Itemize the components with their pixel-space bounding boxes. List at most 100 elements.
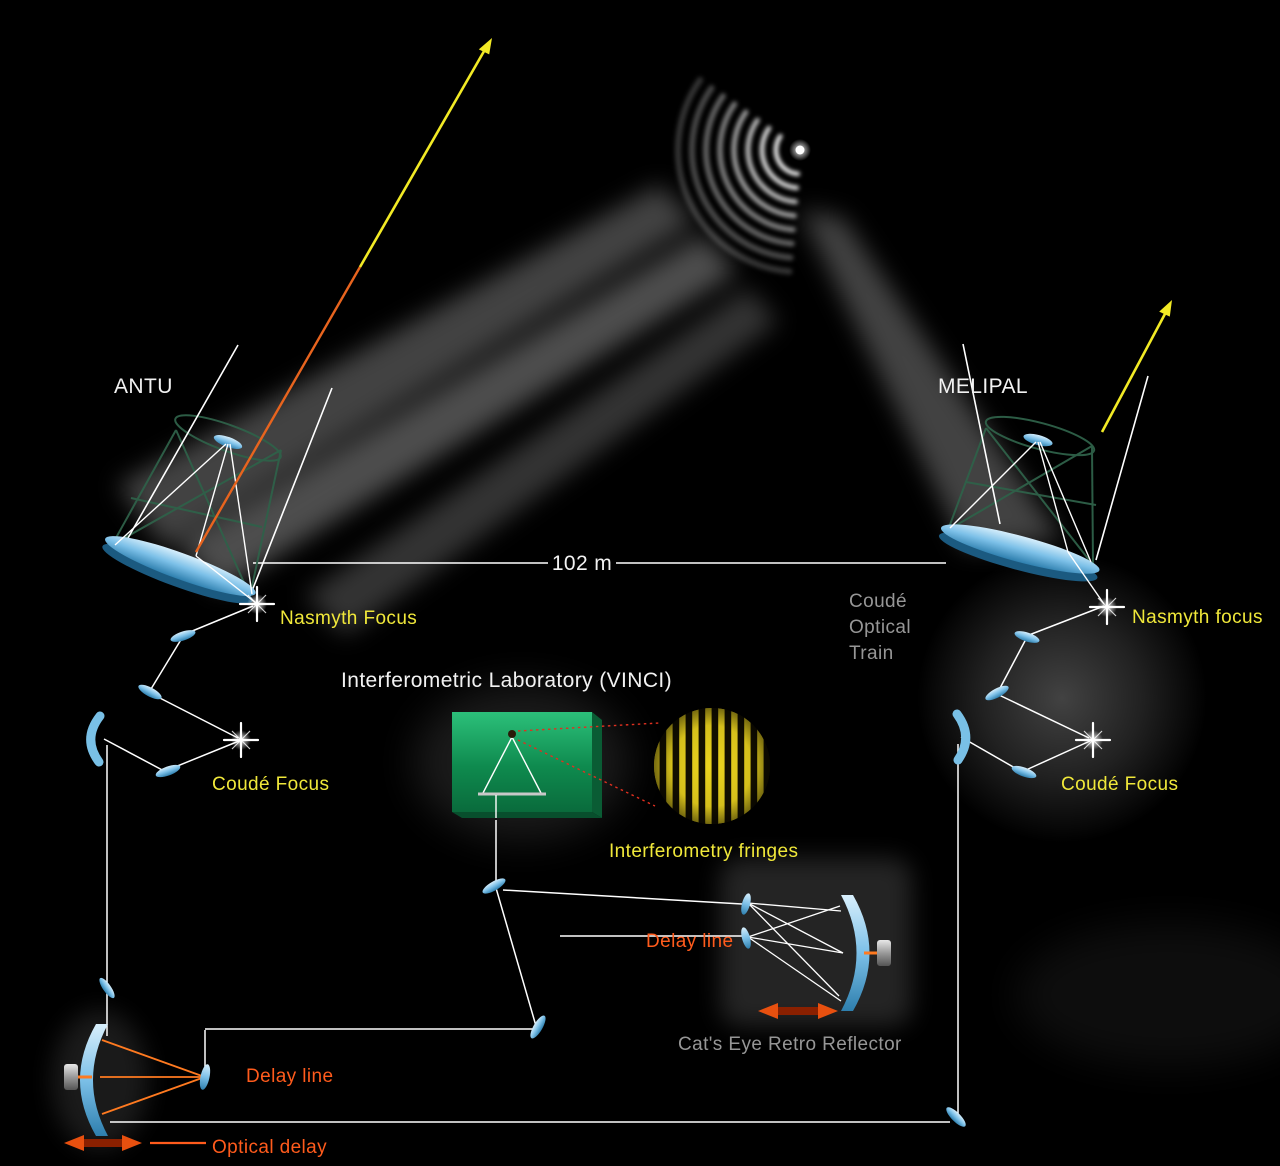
antu-incoming-rays — [127, 344, 333, 597]
primary-mirror — [940, 524, 1100, 574]
antu-star-ray-orange — [194, 266, 362, 553]
lab-beam-combiner — [478, 730, 546, 818]
star — [795, 145, 805, 155]
beam-segment — [1037, 441, 1069, 553]
wavefront-arc — [717, 101, 796, 233]
cats-eye-label: Cat's Eye Retro Reflector — [678, 1034, 902, 1055]
truss-member — [175, 429, 251, 597]
melipal-star-arrowhead — [1159, 300, 1172, 317]
flat-mirror — [482, 878, 506, 894]
beam-segment — [101, 1039, 203, 1077]
beam-segment — [151, 693, 239, 739]
carriage-motion-arrow — [758, 1003, 838, 1019]
lab-box-side — [592, 712, 602, 818]
beam-band — [178, 235, 737, 590]
piston — [877, 940, 891, 966]
beam-segment — [747, 902, 842, 912]
baseline-distance-label: 102 m — [552, 552, 612, 575]
flat-mirror — [741, 893, 751, 915]
piston — [64, 1064, 78, 1090]
truss-member — [111, 429, 177, 546]
truss-member — [111, 449, 282, 546]
detector-point — [508, 730, 516, 738]
flat-mirror — [138, 684, 162, 700]
bottom-right-haze — [1015, 923, 1280, 1067]
flat-mirror — [155, 764, 181, 778]
beam-segment — [195, 555, 257, 604]
truss-member — [947, 445, 1093, 531]
antu-top-ring — [174, 414, 282, 462]
beam-segment — [1039, 441, 1092, 563]
melipal-secondary-mirror — [1023, 433, 1053, 447]
beam-segment — [747, 936, 842, 1002]
wavefront-arc — [703, 93, 795, 247]
beam-segment — [747, 902, 844, 954]
truss-member — [130, 497, 263, 528]
melipal-internal-beams — [949, 441, 1105, 605]
beam-segment — [169, 740, 240, 770]
flat-mirror — [199, 1064, 211, 1090]
coude-focus-left-label: Coudé Focus — [212, 774, 329, 795]
telescope-melipal — [938, 300, 1172, 605]
beam-segment — [502, 889, 743, 905]
truss-member — [985, 427, 1094, 566]
incoming-ray — [127, 344, 239, 539]
beam-band — [800, 210, 1062, 548]
melipal-incoming-rays — [962, 343, 1149, 561]
wavefront-arc — [674, 76, 793, 275]
beam-segment — [1067, 551, 1105, 605]
interferometric-laboratory — [452, 712, 660, 818]
coude-train-right — [952, 605, 1105, 1114]
coude-optical-train-label-line2: Optical — [849, 617, 911, 638]
wavefront-arc — [689, 85, 794, 261]
melipal-truss — [947, 415, 1097, 566]
beam-band — [305, 288, 778, 635]
coude-optical-train-label-line3: Train — [849, 643, 894, 664]
melipal-top-ring — [984, 415, 1096, 457]
truss-member — [249, 449, 282, 597]
beam-segment — [114, 443, 227, 546]
beam-segment — [195, 443, 229, 557]
telescope-antu — [102, 38, 492, 604]
antu-label: ANTU — [114, 375, 173, 398]
incoming-ray — [962, 343, 1001, 525]
coude-focus-right-label: Coudé Focus — [1061, 774, 1178, 795]
interferometry-fringes — [654, 708, 770, 824]
delay-line-left-label: Delay line — [246, 1066, 333, 1087]
delay-line-right-label: Delay line — [646, 931, 733, 952]
beam-segment — [747, 902, 840, 997]
beam-band — [118, 185, 695, 548]
wavefront-arc — [759, 125, 800, 191]
arrow-head-left — [758, 1003, 778, 1019]
fringes-label: Interferometry fringes — [609, 841, 798, 862]
star-wavefronts — [674, 76, 811, 275]
delay-line-left — [64, 1024, 211, 1151]
truss-member — [1091, 445, 1094, 566]
cats-eye-dish — [80, 1024, 108, 1136]
beam-segment — [747, 905, 841, 938]
beam-segment — [482, 736, 513, 794]
beam-segment — [1025, 740, 1091, 771]
coude-train-left — [86, 605, 254, 1036]
beam-segment — [949, 441, 1037, 529]
beam-segment — [103, 738, 167, 773]
wavefront-arc — [731, 109, 797, 219]
beam-segment — [150, 637, 183, 690]
flat-mirror — [985, 685, 1009, 701]
antu-star-ray-yellow — [358, 45, 489, 268]
optical-delay-label: Optical delay — [212, 1137, 327, 1158]
truss-member — [965, 481, 1097, 506]
melipal-star-ray-yellow — [1100, 311, 1168, 433]
cats-eye-beams-orange — [100, 1039, 203, 1115]
flat-mirror — [1011, 765, 1037, 779]
flat-mirror — [99, 977, 115, 999]
incoming-ray — [1095, 375, 1149, 561]
flat-mirror — [946, 1107, 966, 1127]
primary-mirror — [105, 536, 256, 597]
coude-optical-train-label-line1: Coudé — [849, 591, 907, 612]
coude-train-glow — [917, 553, 1207, 843]
lab-box-front — [452, 712, 592, 812]
wavefront-arc — [773, 133, 801, 177]
nasmyth-focus-right-label: Nasmyth focus — [1132, 607, 1263, 628]
incoming-ray — [249, 387, 333, 597]
